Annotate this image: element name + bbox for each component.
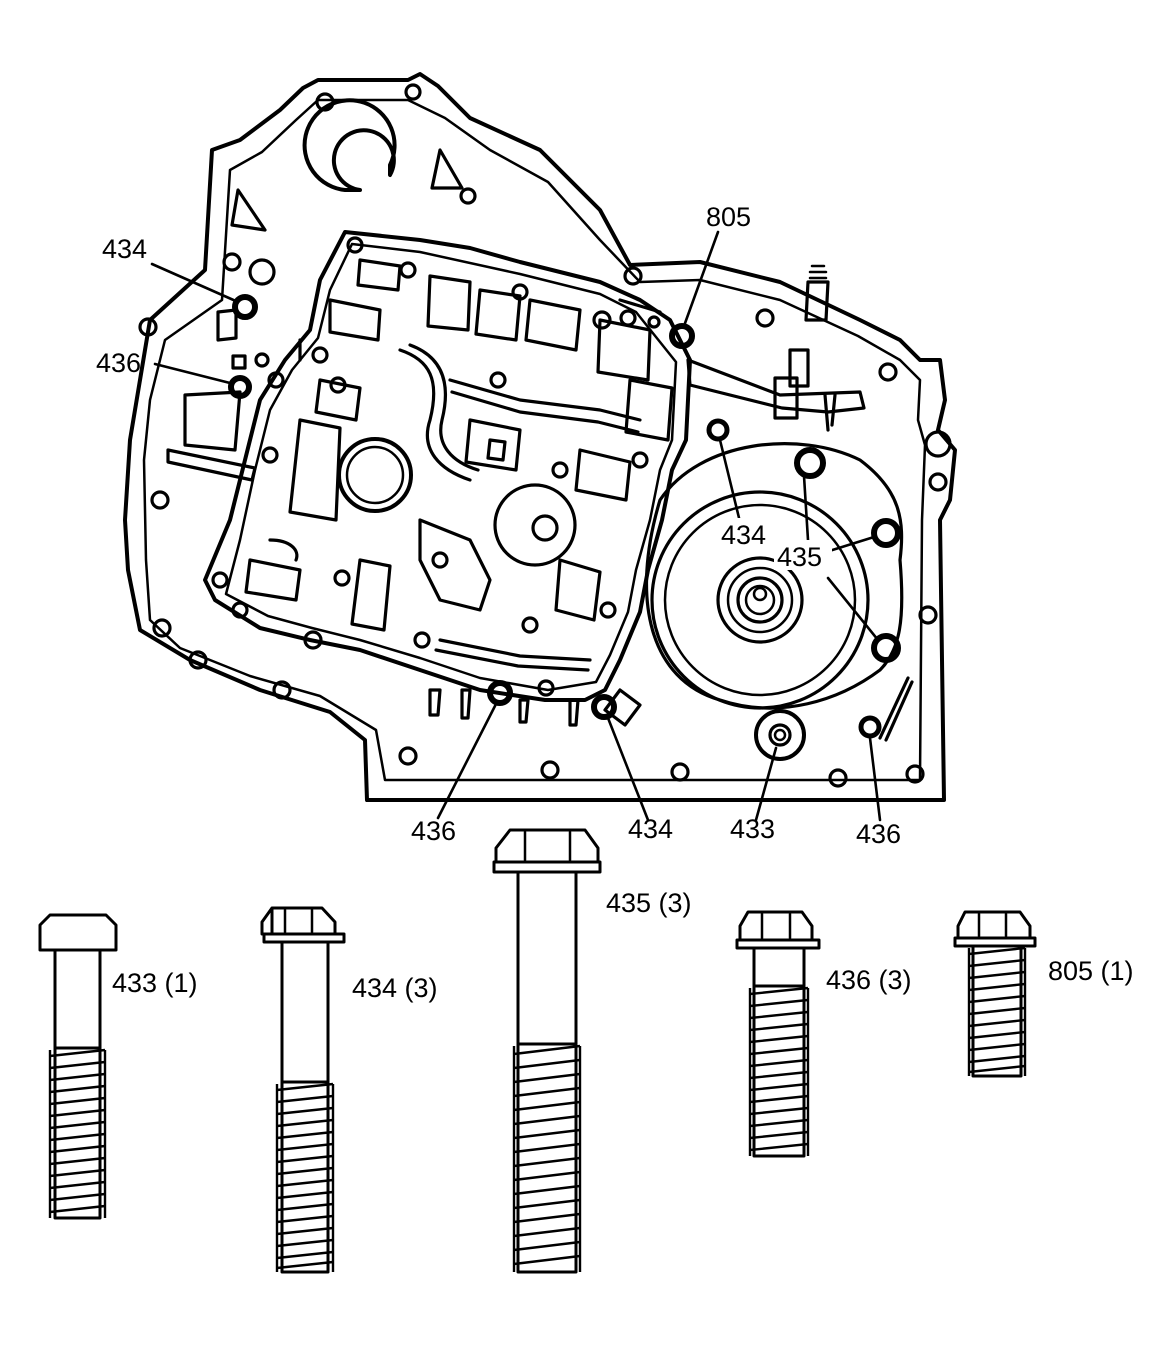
callout-436-top-left: 436 (96, 348, 141, 378)
bolt-435: 435 (3) (492, 828, 692, 1274)
bolt-433-label: 433 (1) (112, 968, 198, 998)
callout-436-bottom-right: 436 (856, 819, 901, 849)
bolt-436: 436 (3) (735, 910, 912, 1158)
callout-435: 435 (777, 542, 822, 572)
transmission-case (123, 72, 957, 802)
callout-labels: 434 436 805 434 435 436 434 433 436 (96, 202, 901, 849)
leader-lines (150, 230, 882, 822)
callout-436-bottom-left: 436 (411, 816, 456, 846)
bolt-435-label: 435 (3) (606, 888, 692, 918)
callout-434-center: 434 (721, 520, 766, 550)
callout-434-bottom: 434 (628, 814, 673, 844)
callout-434-top-left: 434 (102, 234, 147, 264)
bolt-locations (228, 294, 901, 739)
bolt-433: 433 (1) (38, 913, 198, 1220)
threads-434 (275, 1082, 335, 1272)
threads-805 (967, 946, 1027, 1076)
bolt-436-label: 436 (3) (826, 965, 912, 995)
valve-body (203, 230, 692, 702)
bolt-805-label: 805 (1) (1048, 956, 1134, 986)
callout-433: 433 (730, 814, 775, 844)
pump-cover (644, 442, 904, 761)
bolt-805: 805 (1) (953, 910, 1134, 1078)
callout-805: 805 (706, 202, 751, 232)
threads-433 (48, 1048, 107, 1218)
bolt-434: 434 (3) (260, 906, 438, 1274)
bolt-434-label: 434 (3) (352, 973, 438, 1003)
threads-436 (748, 986, 810, 1156)
threads-435 (512, 1044, 582, 1272)
